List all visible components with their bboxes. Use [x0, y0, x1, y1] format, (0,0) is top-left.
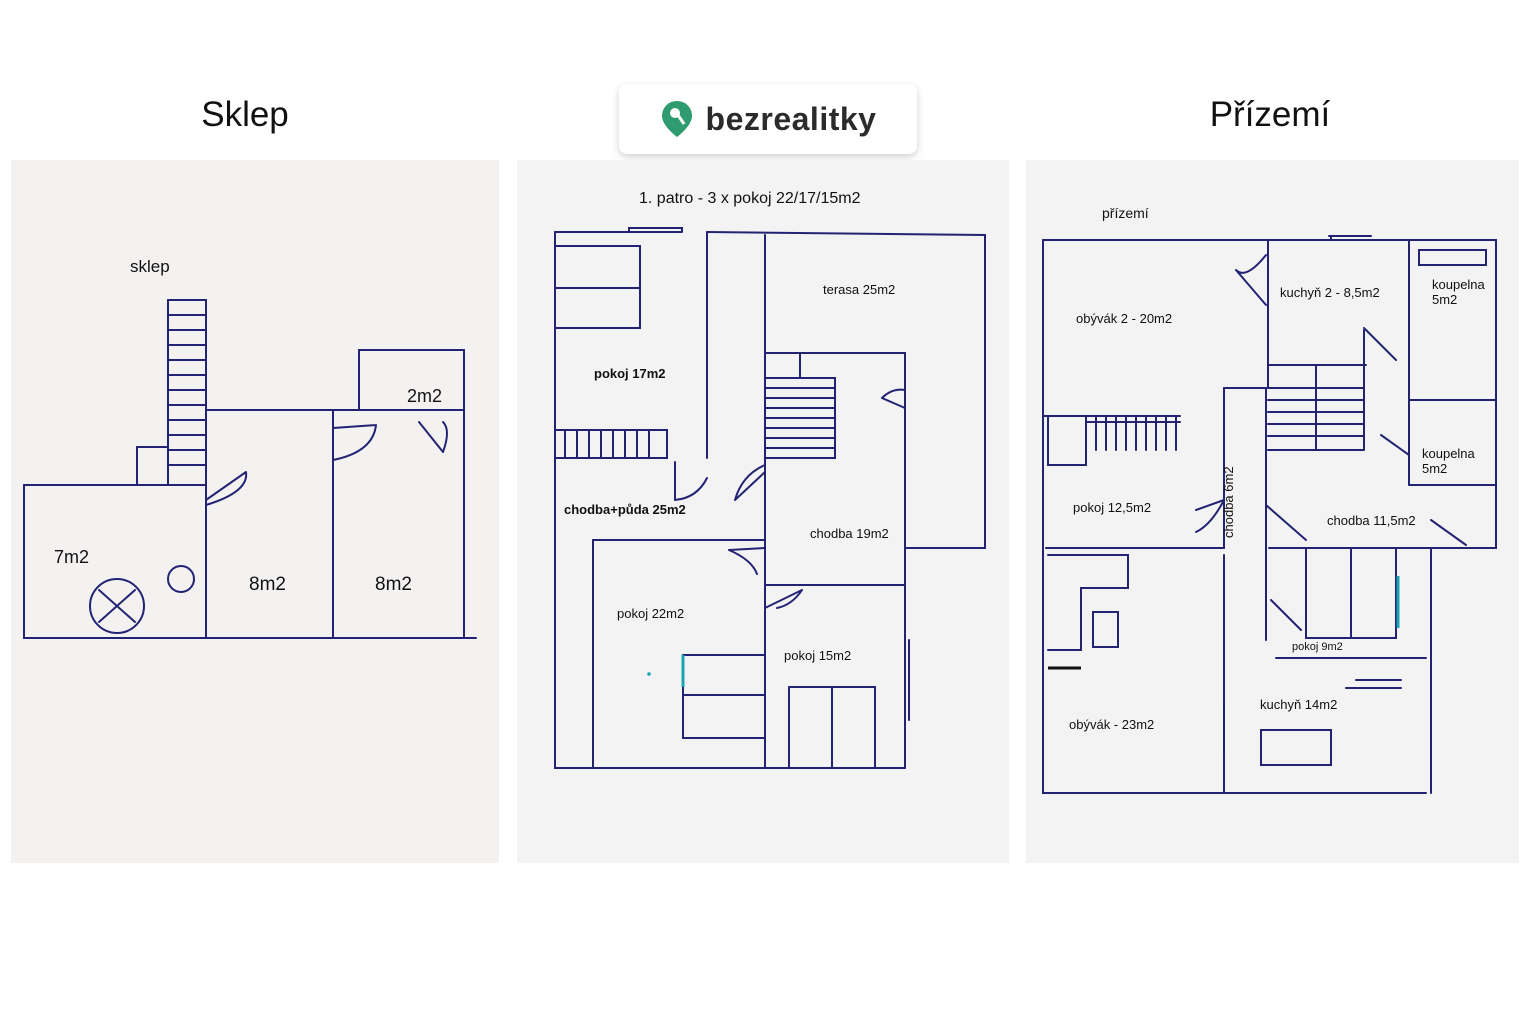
room-label: chodba 11,5m2 [1327, 513, 1416, 528]
room-label: pokoj 9m2 [1292, 641, 1343, 653]
room-label: pokoj 17m2 [594, 366, 666, 381]
room-label: kuchyň 14m2 [1260, 697, 1338, 712]
heading-sklep: Sklep [201, 95, 289, 134]
brand-name: bezrealitky [705, 100, 877, 137]
room-label: chodba 6m2 [1221, 466, 1236, 538]
room-label: obývák - 23m2 [1069, 717, 1155, 732]
room-label: koupelna 5m2 [1422, 446, 1475, 476]
room-label: 2m2 [407, 386, 443, 406]
room-label: pokoj 12,5m2 [1073, 500, 1152, 515]
map-pin-key-icon [661, 101, 692, 137]
room-label: kuchyň 2 - 8,5m2 [1280, 285, 1380, 300]
brand-logo[interactable]: bezrealitky [619, 84, 917, 154]
heading-prizemi: Přízemí [1209, 95, 1331, 134]
accent-marks [647, 655, 685, 687]
room-label: chodba+půda 25m2 [564, 502, 686, 517]
sklep-drawing [23, 299, 477, 639]
room-label: koupelna 5m2 [1432, 277, 1485, 307]
patro-drawing [554, 227, 986, 769]
room-label: 7m2 [54, 547, 90, 567]
room-label: 8m2 [249, 574, 286, 595]
patro-title: 1. patro - 3 x pokoj 22/17/15m2 [639, 190, 861, 207]
sklep-title: sklep [130, 257, 170, 276]
prizemi-title: přízemí [1102, 205, 1149, 221]
floorplan-sklep: sklep 7m2 8m2 8m2 2m2 [11, 160, 499, 863]
room-label: 8m2 [375, 574, 412, 595]
floorplan-prizemi: přízemí obývák 2 - 20m2 kuchyň 2 - 8,5m2… [1026, 160, 1519, 863]
room-label: terasa 25m2 [823, 282, 896, 297]
floorplan-patro: 1. patro - 3 x pokoj 22/17/15m2 terasa 2… [517, 160, 1009, 863]
accent-marks [1048, 576, 1400, 670]
prizemi-drawing [1042, 235, 1497, 794]
room-label: obývák 2 - 20m2 [1076, 311, 1173, 326]
room-label: pokoj 22m2 [617, 606, 685, 621]
room-label: chodba 19m2 [810, 526, 889, 541]
room-label: pokoj 15m2 [784, 648, 852, 663]
